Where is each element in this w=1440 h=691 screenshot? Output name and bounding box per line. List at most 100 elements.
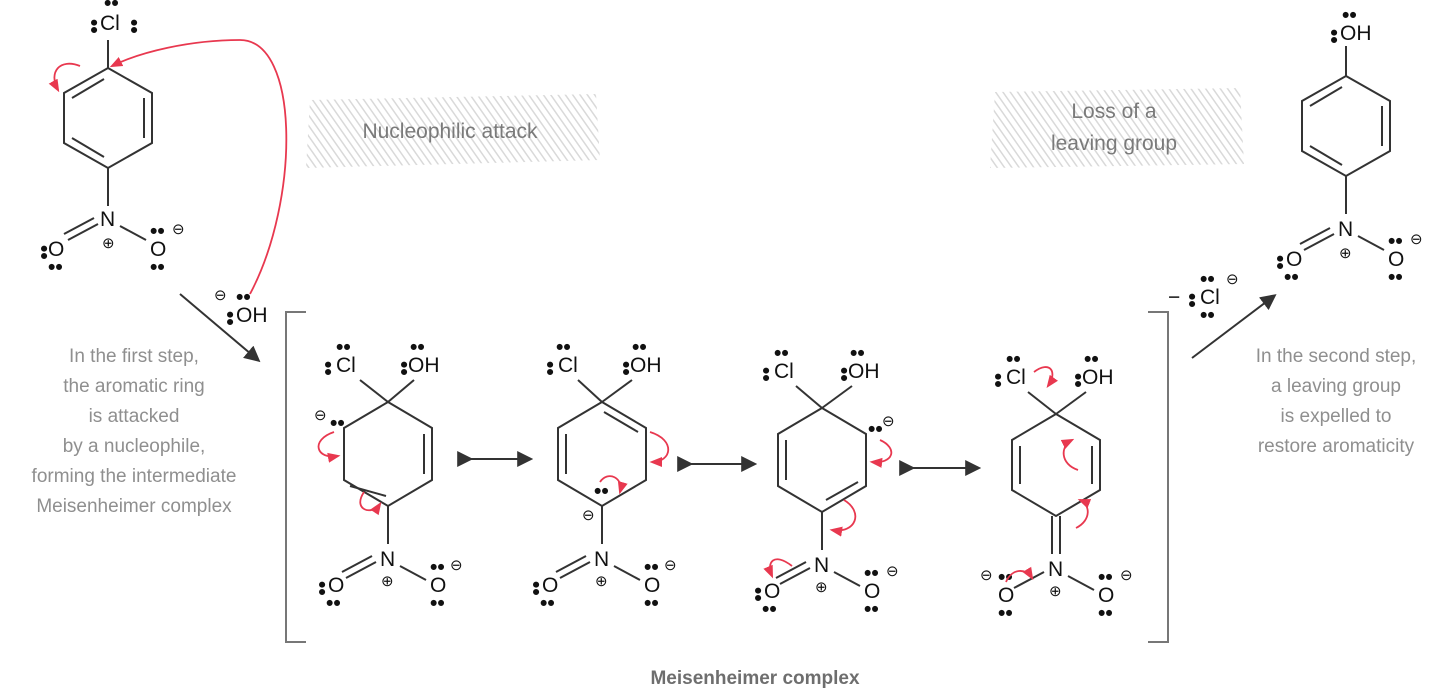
negative-charge: ⊖ [582, 507, 595, 524]
lone-pair-dots: •• [644, 556, 659, 579]
positive-charge: ⊕ [1339, 245, 1352, 262]
lone-pair-dots: •• [1200, 268, 1215, 291]
atom-n: N [594, 548, 609, 571]
resonance-structure-4: Cl •• •• OH •• •• N ⊕ O •• •• ⊖ O •• •• … [980, 348, 1133, 625]
lone-pair-dots: •• [1084, 348, 1099, 371]
lone-pair-dots: •• [754, 367, 777, 382]
right-description: In the second step, a leaving group is e… [1256, 346, 1417, 457]
left-description-line: forming the intermediate [32, 466, 237, 487]
lone-pair-dots: •• [1066, 373, 1089, 388]
negative-charge: ⊖ [886, 563, 899, 580]
negative-charge: ⊖ [664, 557, 677, 574]
lone-pair-dots: •• [122, 19, 145, 34]
lone-pair-dots: •• [556, 336, 571, 359]
negative-charge: ⊖ [314, 407, 327, 424]
reactant-chloronitrobenzene: Cl •• •• •• N ⊕ O •• •• O •• •• ⊖ [32, 0, 288, 295]
lone-pair-dots: •• [538, 361, 561, 376]
lone-pair-dots: •• [644, 592, 659, 615]
product-nitrophenol: OH •• •• N ⊕ O •• •• O •• •• ⊖ [1268, 4, 1423, 289]
lone-pair-dots: •• [762, 598, 777, 621]
lone-pair-dots: •• [336, 336, 351, 359]
lone-pair-dots: •• [1268, 255, 1291, 270]
lone-pair-dots: •• [614, 361, 637, 376]
hydroxide-nucleophile: ⊖ OH •• •• [214, 286, 268, 327]
right-description-line: restore aromaticity [1258, 436, 1415, 457]
atom-cl: Cl [774, 360, 794, 383]
hatch-box [990, 88, 1244, 168]
lone-pair-dots: •• [1180, 293, 1203, 308]
lone-pair-dots: •• [1322, 29, 1345, 44]
hatch-box [306, 94, 600, 168]
left-description: In the first step, the aromatic ring is … [32, 346, 237, 517]
positive-charge: ⊕ [102, 235, 115, 252]
right-bracket [1148, 311, 1169, 643]
lone-pair-dots: •• [632, 336, 647, 359]
lone-pair-dots: •• [864, 598, 879, 621]
lone-pair-dots: •• [1006, 348, 1021, 371]
resonance-structure-2: Cl •• •• OH •• •• •• ⊖ N ⊕ O •• •• O •• … [524, 336, 677, 615]
negative-charge: ⊖ [1410, 231, 1423, 248]
lone-pair-dots: •• [1388, 266, 1403, 289]
lone-pair-dots: •• [998, 566, 1013, 589]
atom-n: N [814, 554, 829, 577]
negative-charge: ⊖ [882, 413, 895, 430]
atom-cl: Cl [1200, 286, 1220, 309]
loss-of-leaving-group-label: Loss of a leaving group [990, 88, 1244, 168]
lone-pair-dots: •• [330, 412, 345, 435]
right-description-line: is expelled to [1281, 406, 1392, 427]
atom-cl: Cl [100, 12, 120, 35]
atom-oh: OH [848, 360, 880, 383]
atom-n: N [380, 548, 395, 571]
lone-pair-dots: •• [832, 367, 855, 382]
lone-pair-dots: •• [850, 342, 865, 365]
atom-o: O [328, 574, 344, 597]
atom-o: O [48, 238, 64, 261]
atom-n: N [1338, 218, 1353, 241]
lone-pair-dots: •• [32, 245, 55, 260]
lone-pair-dots: •• [310, 581, 333, 596]
lone-pair-dots: •• [1098, 602, 1113, 625]
left-description-line: In the first step, [69, 346, 199, 367]
atom-o: O [1388, 248, 1404, 271]
lone-pair-dots: •• [524, 581, 547, 596]
left-bracket [285, 311, 306, 643]
lone-pair-dots: •• [236, 286, 251, 309]
nucleophilic-attack-label: Nucleophilic attack [306, 94, 600, 168]
lone-pair-dots: •• [986, 373, 1009, 388]
left-description-line: is attacked [89, 406, 180, 427]
loss-label-line2: leaving group [1051, 132, 1177, 155]
atom-o: O [542, 574, 558, 597]
atom-o: O [644, 574, 660, 597]
atom-o: O [430, 574, 446, 597]
loss-label-line1: Loss of a [1071, 100, 1157, 123]
atom-cl: Cl [558, 354, 578, 377]
resonance-structure-1: Cl •• •• OH •• •• ⊖ •• N ⊕ O •• •• O •• … [310, 336, 463, 615]
lone-pair-dots: •• [1200, 304, 1215, 327]
resonance-structure-3: Cl •• •• OH •• •• •• ⊖ N ⊕ O •• •• O •• … [746, 342, 899, 621]
lone-pair-dots: •• [326, 592, 341, 615]
lone-pair-dots: •• [316, 361, 339, 376]
lone-pair-dots: •• [864, 562, 879, 585]
negative-charge: ⊖ [1120, 567, 1133, 584]
atom-o: O [1286, 248, 1302, 271]
atom-n: N [1048, 558, 1063, 581]
lone-pair-dots: •• [48, 256, 63, 279]
lone-pair-dots: •• [746, 587, 769, 602]
leaving-chloride: − Cl •• •• •• ⊖ [1168, 268, 1239, 327]
right-description-line: a leaving group [1271, 376, 1401, 397]
lone-pair-dots: •• [998, 602, 1013, 625]
left-description-line: by a nucleophile, [63, 436, 206, 457]
lone-pair-dots: •• [1342, 4, 1357, 27]
negative-charge: ⊖ [450, 557, 463, 574]
left-description-line: the aromatic ring [63, 376, 205, 397]
atom-o: O [764, 580, 780, 603]
lone-pair-dots: •• [868, 418, 883, 441]
positive-charge: ⊕ [381, 573, 394, 590]
negative-charge: ⊖ [172, 221, 185, 238]
atom-n: N [100, 208, 115, 231]
lone-pair-dots: •• [774, 342, 789, 365]
lone-pair-dots: •• [218, 311, 241, 326]
minus-sign: − [1168, 286, 1180, 309]
positive-charge: ⊕ [815, 579, 828, 596]
